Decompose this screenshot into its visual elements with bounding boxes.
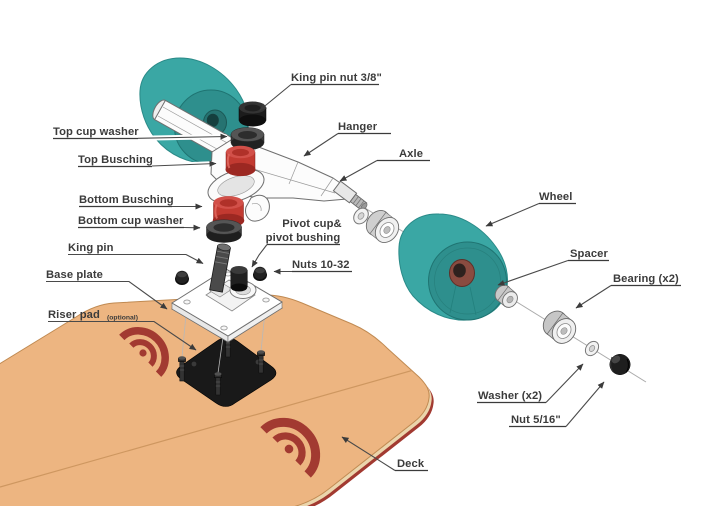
hanger xyxy=(152,99,368,222)
deck-swirl-graphic-2 xyxy=(260,417,321,478)
pivot-arm xyxy=(245,194,270,222)
label-text: Top cup washer xyxy=(53,126,139,138)
label-text: Washer (x2) xyxy=(478,390,542,402)
label-text: Pivot cup& xyxy=(282,218,341,230)
top-bushing xyxy=(225,145,256,177)
bottom-bushing xyxy=(212,196,245,228)
right-wheel xyxy=(398,213,509,321)
outer-bearing xyxy=(542,310,577,344)
label-base-plate: Base plate xyxy=(46,269,168,310)
axle-nut xyxy=(609,354,631,375)
label-king-pin: King pin xyxy=(68,242,204,264)
bolt xyxy=(257,350,265,374)
label-text: Base plate xyxy=(46,269,103,281)
label-text: King pin xyxy=(68,242,114,254)
label-text: Spacer xyxy=(570,248,608,260)
small-nut xyxy=(253,266,267,281)
label-text: Bottom cup washer xyxy=(78,215,184,227)
label-text: Top Busching xyxy=(78,154,153,166)
king-pin-nut xyxy=(238,101,267,127)
nuts-10-32 xyxy=(175,266,267,285)
label-axle: Axle xyxy=(339,148,430,182)
label-text: pivot bushing xyxy=(266,232,341,244)
label-bottom-busching: Bottom Busching xyxy=(79,194,203,210)
spacer xyxy=(494,284,518,308)
pivot-cup-and-bushing xyxy=(230,266,248,292)
small-nut xyxy=(175,270,189,285)
label-bottom-cup-washer: Bottom cup washer xyxy=(78,215,201,231)
label-text: Deck xyxy=(397,458,425,470)
label-text: King pin nut 3/8" xyxy=(291,72,382,84)
label-bearing: Bearing (x2) xyxy=(575,273,681,309)
label-deck: Deck xyxy=(341,436,428,472)
bolt xyxy=(214,372,222,396)
label-top-cup-washer: Top cup washer xyxy=(53,126,228,141)
label-riser-pad: Riser pad (optional) xyxy=(48,309,197,351)
bolt xyxy=(178,356,186,382)
label-text: Riser pad xyxy=(48,309,100,321)
deck-seam-line xyxy=(0,365,429,488)
label-text: Hanger xyxy=(338,121,378,133)
king-pin xyxy=(209,243,231,293)
outer-washer xyxy=(584,340,600,357)
label-text: Wheel xyxy=(539,191,572,203)
axle-washer xyxy=(353,207,369,225)
label-text: Bottom Busching xyxy=(79,194,174,206)
axle-base xyxy=(332,180,358,204)
label-note: (optional) xyxy=(107,315,138,322)
label-nut-5-16: Nut 5/16" xyxy=(509,381,605,428)
inner-bearing xyxy=(365,210,400,243)
deck xyxy=(0,294,434,506)
bottom-cup-washer xyxy=(206,219,242,243)
label-text: Nut 5/16" xyxy=(511,414,561,426)
label-spacer: Spacer xyxy=(497,248,609,286)
label-text: Bearing (x2) xyxy=(613,273,679,285)
deck-swirl-graphic-1 xyxy=(119,327,169,377)
label-king-pin-nut: King pin nut 3/8" xyxy=(259,72,382,111)
label-washer: Washer (x2) xyxy=(477,363,584,404)
label-text: Nuts 10-32 xyxy=(292,259,350,271)
label-top-busching: Top Busching xyxy=(78,154,217,169)
label-pivot-cup: Pivot cup& pivot bushing xyxy=(251,218,342,268)
label-nuts: Nuts 10-32 xyxy=(273,259,352,275)
label-text: Axle xyxy=(399,148,423,160)
labels-layer: King pin nut 3/8" Hanger Axle Wheel Top … xyxy=(46,72,681,472)
label-hanger: Hanger xyxy=(303,121,391,157)
label-wheel: Wheel xyxy=(485,191,576,227)
